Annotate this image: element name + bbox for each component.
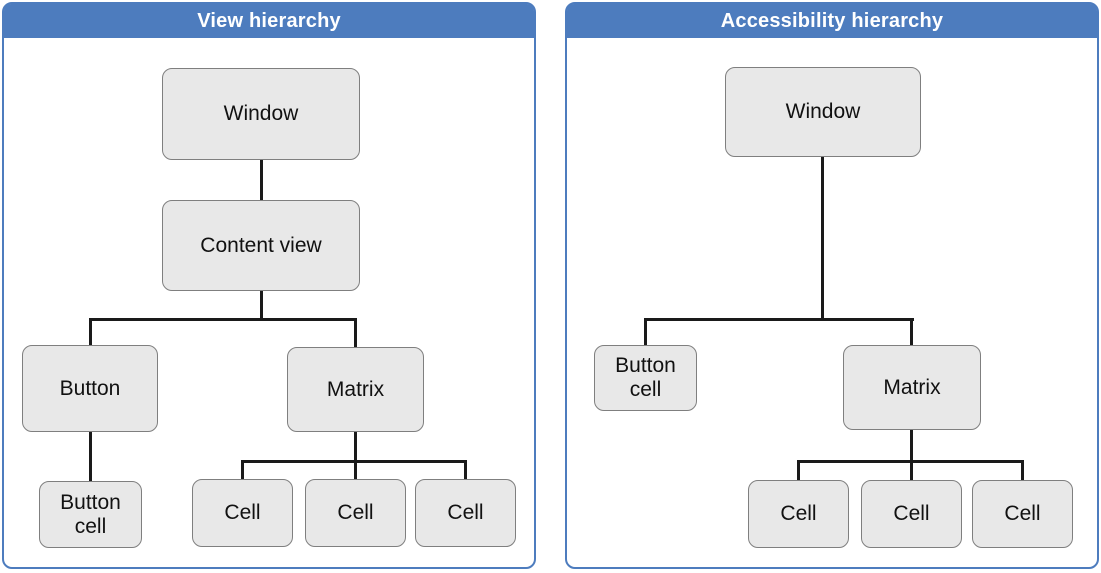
view-hierarchy-panel: View hierarchy Window Content view Butto… xyxy=(2,2,536,569)
connector-to-cell-3 xyxy=(464,460,467,481)
node-cell-2: Cell xyxy=(305,479,406,547)
node-matrix: Matrix xyxy=(843,345,981,430)
node-matrix: Matrix xyxy=(287,347,424,432)
node-window: Window xyxy=(725,67,921,157)
connector-to-cell-1 xyxy=(797,460,800,482)
accessibility-hierarchy-panel: Accessibility hierarchy Window Button ce… xyxy=(565,2,1099,569)
node-content-view: Content view xyxy=(162,200,360,291)
connector-branch-horizontal xyxy=(644,318,914,321)
connector-branch-horizontal xyxy=(89,318,357,321)
connector-branch-to-buttoncell xyxy=(644,318,647,347)
node-window: Window xyxy=(162,68,360,160)
node-button-cell: Button cell xyxy=(594,345,697,411)
accessibility-hierarchy-body: Window Button cell Matrix Cell Cell Cell xyxy=(567,38,1097,567)
connector-matrix-stem xyxy=(354,430,357,463)
node-button: Button xyxy=(22,345,158,432)
connector-branch-to-matrix xyxy=(910,318,913,347)
connector-window-stem xyxy=(821,155,824,321)
node-cell-1: Cell xyxy=(748,480,849,548)
view-hierarchy-title: View hierarchy xyxy=(4,4,534,38)
connector-window-contentview xyxy=(260,156,263,202)
connector-contentview-stem xyxy=(260,289,263,321)
connector-branch-to-matrix xyxy=(354,318,357,349)
node-button-cell: Button cell xyxy=(39,481,142,548)
connector-branch-to-button xyxy=(89,318,92,347)
connector-to-cell-2 xyxy=(354,460,357,481)
node-cell-1: Cell xyxy=(192,479,293,547)
accessibility-hierarchy-title: Accessibility hierarchy xyxy=(567,4,1097,38)
node-cell-2: Cell xyxy=(861,480,962,548)
view-hierarchy-body: Window Content view Button Matrix Button… xyxy=(4,38,534,567)
node-cell-3: Cell xyxy=(972,480,1073,548)
connector-to-cell-3 xyxy=(1021,460,1024,482)
connector-matrix-stem xyxy=(910,428,913,463)
node-cell-3: Cell xyxy=(415,479,516,547)
connector-button-buttoncell xyxy=(89,430,92,483)
connector-to-cell-2 xyxy=(910,460,913,482)
connector-to-cell-1 xyxy=(241,460,244,481)
